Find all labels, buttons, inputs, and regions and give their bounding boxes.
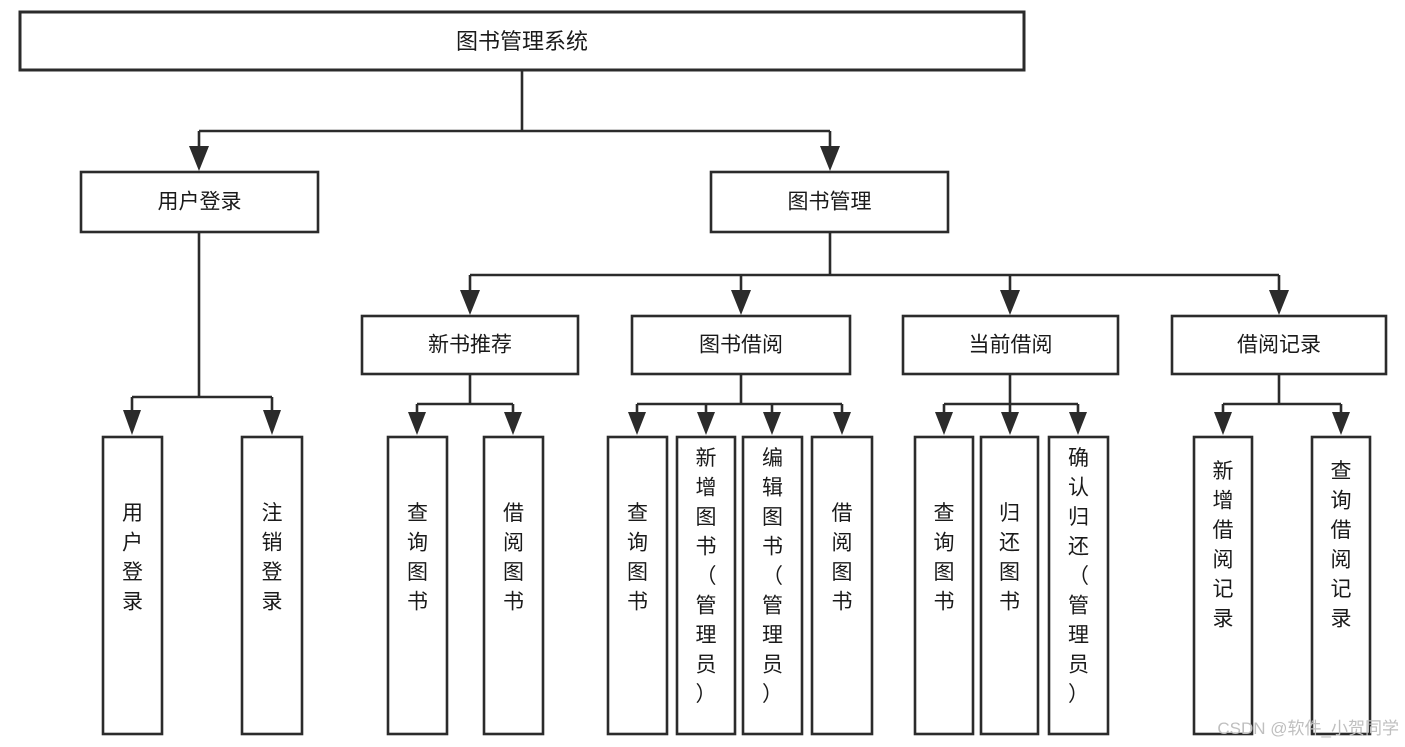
arrowhead-leaf-return-book bbox=[1001, 412, 1019, 435]
arrowhead-new-book-recommend bbox=[460, 290, 480, 315]
arrowhead-leaf-confirm-return-admin bbox=[1069, 412, 1087, 435]
connector-current-borrow-to-leaves bbox=[935, 374, 1087, 435]
connector-user-login-to-leaves bbox=[123, 232, 281, 435]
leaf-query-book-recommend-label: 查询图书 bbox=[407, 502, 428, 614]
leaf-confirm-return-admin-label: 确认归还（管理员） bbox=[1068, 447, 1089, 706]
node-user-login-label: 用户登录 bbox=[158, 191, 242, 214]
arrowhead-leaf-query-book-current bbox=[935, 412, 953, 435]
leaf-query-book-borrow[interactable]: 查询图书 bbox=[606, 435, 669, 736]
arrowhead-book-borrow bbox=[731, 290, 751, 315]
arrowhead-borrow-records bbox=[1269, 290, 1289, 315]
arrowhead-leaf-query-book-recommend bbox=[408, 412, 426, 435]
arrowhead-leaf-borrow-book-recommend bbox=[504, 412, 522, 435]
node-book-borrow[interactable]: 图书借阅 bbox=[630, 314, 852, 376]
arrowhead-leaf-add-borrow-record bbox=[1214, 412, 1232, 435]
leaf-query-book-borrow-label: 查询图书 bbox=[627, 502, 648, 614]
leaf-user-login[interactable]: 用户登录 bbox=[101, 435, 164, 736]
node-root-box[interactable] bbox=[18, 10, 1026, 72]
leaf-query-borrow-record[interactable]: 查询借阅记录 bbox=[1310, 435, 1372, 736]
csdn-watermark: CSDN @软件_小贺同学 bbox=[1217, 719, 1399, 738]
leaf-borrow-book-recommend-label: 借阅图书 bbox=[503, 502, 524, 614]
connector-root-to-level1 bbox=[189, 70, 840, 171]
arrowhead-current-borrow bbox=[1000, 290, 1020, 315]
leaf-edit-book-admin-box[interactable] bbox=[741, 435, 804, 736]
connector-layer bbox=[123, 70, 1350, 435]
arrowhead-leaf-logout-login bbox=[263, 410, 281, 435]
leaf-layer: 用户登录 注销登录 查询图书 借阅图书 查询图书 新增图书（管理员） bbox=[101, 435, 1372, 736]
arrowhead-leaf-add-book-admin bbox=[697, 412, 715, 435]
leaf-edit-book-admin-label: 编辑图书（管理员） bbox=[762, 447, 783, 706]
arrowhead-leaf-user-login bbox=[123, 410, 141, 435]
node-borrow-records-label: 借阅记录 bbox=[1237, 334, 1321, 357]
leaf-borrow-book-recommend[interactable]: 借阅图书 bbox=[482, 435, 545, 736]
arrowhead-user-login bbox=[189, 146, 209, 171]
leaf-return-book-box[interactable] bbox=[979, 435, 1040, 736]
node-new-book-recommend-box[interactable] bbox=[360, 314, 580, 376]
node-book-borrow-box[interactable] bbox=[630, 314, 852, 376]
node-book-management[interactable]: 图书管理 bbox=[709, 170, 950, 234]
leaf-user-login-label: 用户登录 bbox=[122, 502, 143, 614]
leaf-logout-login-box[interactable] bbox=[240, 435, 304, 736]
leaf-return-book-label: 归还图书 bbox=[999, 502, 1020, 614]
leaf-add-borrow-record-box[interactable] bbox=[1192, 435, 1254, 736]
arrowhead-leaf-query-borrow-record bbox=[1332, 412, 1350, 435]
leaf-logout-login[interactable]: 注销登录 bbox=[240, 435, 304, 736]
leaf-borrow-book[interactable]: 借阅图书 bbox=[810, 435, 874, 736]
leaf-borrow-book-recommend-box[interactable] bbox=[482, 435, 545, 736]
leaf-query-book-recommend-box[interactable] bbox=[386, 435, 449, 736]
leaf-query-book-borrow-box[interactable] bbox=[606, 435, 669, 736]
node-book-management-box[interactable] bbox=[709, 170, 950, 234]
arrowhead-leaf-query-book-borrow bbox=[628, 412, 646, 435]
leaf-add-book-admin-label: 新增图书（管理员） bbox=[696, 447, 717, 706]
node-new-book-recommend-label: 新书推荐 bbox=[428, 334, 512, 357]
leaf-query-borrow-record-label: 查询借阅记录 bbox=[1331, 460, 1352, 631]
arrowhead-leaf-edit-book-admin bbox=[763, 412, 781, 435]
leaf-confirm-return-admin[interactable]: 确认归还（管理员） bbox=[1047, 435, 1110, 736]
node-borrow-records-box[interactable] bbox=[1170, 314, 1388, 376]
leaf-add-borrow-record-label: 新增借阅记录 bbox=[1213, 460, 1234, 631]
leaf-add-book-admin-box[interactable] bbox=[675, 435, 737, 736]
node-user-login[interactable]: 用户登录 bbox=[79, 170, 320, 234]
leaf-confirm-return-admin-box[interactable] bbox=[1047, 435, 1110, 736]
leaf-user-login-box[interactable] bbox=[101, 435, 164, 736]
leaf-borrow-book-box[interactable] bbox=[810, 435, 874, 736]
node-borrow-records[interactable]: 借阅记录 bbox=[1170, 314, 1388, 376]
connector-new-book-to-leaves bbox=[408, 374, 522, 435]
arrowhead-book-management bbox=[820, 146, 840, 171]
node-root-label: 图书管理系统 bbox=[456, 29, 588, 54]
node-new-book-recommend[interactable]: 新书推荐 bbox=[360, 314, 580, 376]
node-book-management-label: 图书管理 bbox=[788, 191, 872, 214]
node-book-borrow-label: 图书借阅 bbox=[699, 334, 783, 357]
node-user-login-box[interactable] bbox=[79, 170, 320, 234]
leaf-query-book-recommend[interactable]: 查询图书 bbox=[386, 435, 449, 736]
connector-borrow-records-to-leaves bbox=[1214, 374, 1350, 435]
leaf-query-book-current-box[interactable] bbox=[913, 435, 975, 736]
node-current-borrow-label: 当前借阅 bbox=[969, 334, 1053, 357]
arrowhead-leaf-borrow-book bbox=[833, 412, 851, 435]
leaf-query-book-current-label: 查询图书 bbox=[934, 502, 955, 614]
leaf-add-borrow-record[interactable]: 新增借阅记录 bbox=[1192, 435, 1254, 736]
node-current-borrow[interactable]: 当前借阅 bbox=[901, 314, 1120, 376]
connector-book-borrow-to-leaves bbox=[628, 374, 851, 435]
leaf-borrow-book-label: 借阅图书 bbox=[832, 502, 853, 614]
leaf-logout-login-label: 注销登录 bbox=[262, 502, 283, 614]
leaf-query-borrow-record-box[interactable] bbox=[1310, 435, 1372, 736]
leaf-query-book-current[interactable]: 查询图书 bbox=[913, 435, 975, 736]
node-root-system[interactable]: 图书管理系统 bbox=[18, 10, 1026, 72]
leaf-edit-book-admin[interactable]: 编辑图书（管理员） bbox=[741, 435, 804, 736]
leaf-return-book[interactable]: 归还图书 bbox=[979, 435, 1040, 736]
node-current-borrow-box[interactable] bbox=[901, 314, 1120, 376]
connector-book-management-to-level2 bbox=[460, 232, 1289, 315]
leaf-add-book-admin[interactable]: 新增图书（管理员） bbox=[675, 435, 737, 736]
